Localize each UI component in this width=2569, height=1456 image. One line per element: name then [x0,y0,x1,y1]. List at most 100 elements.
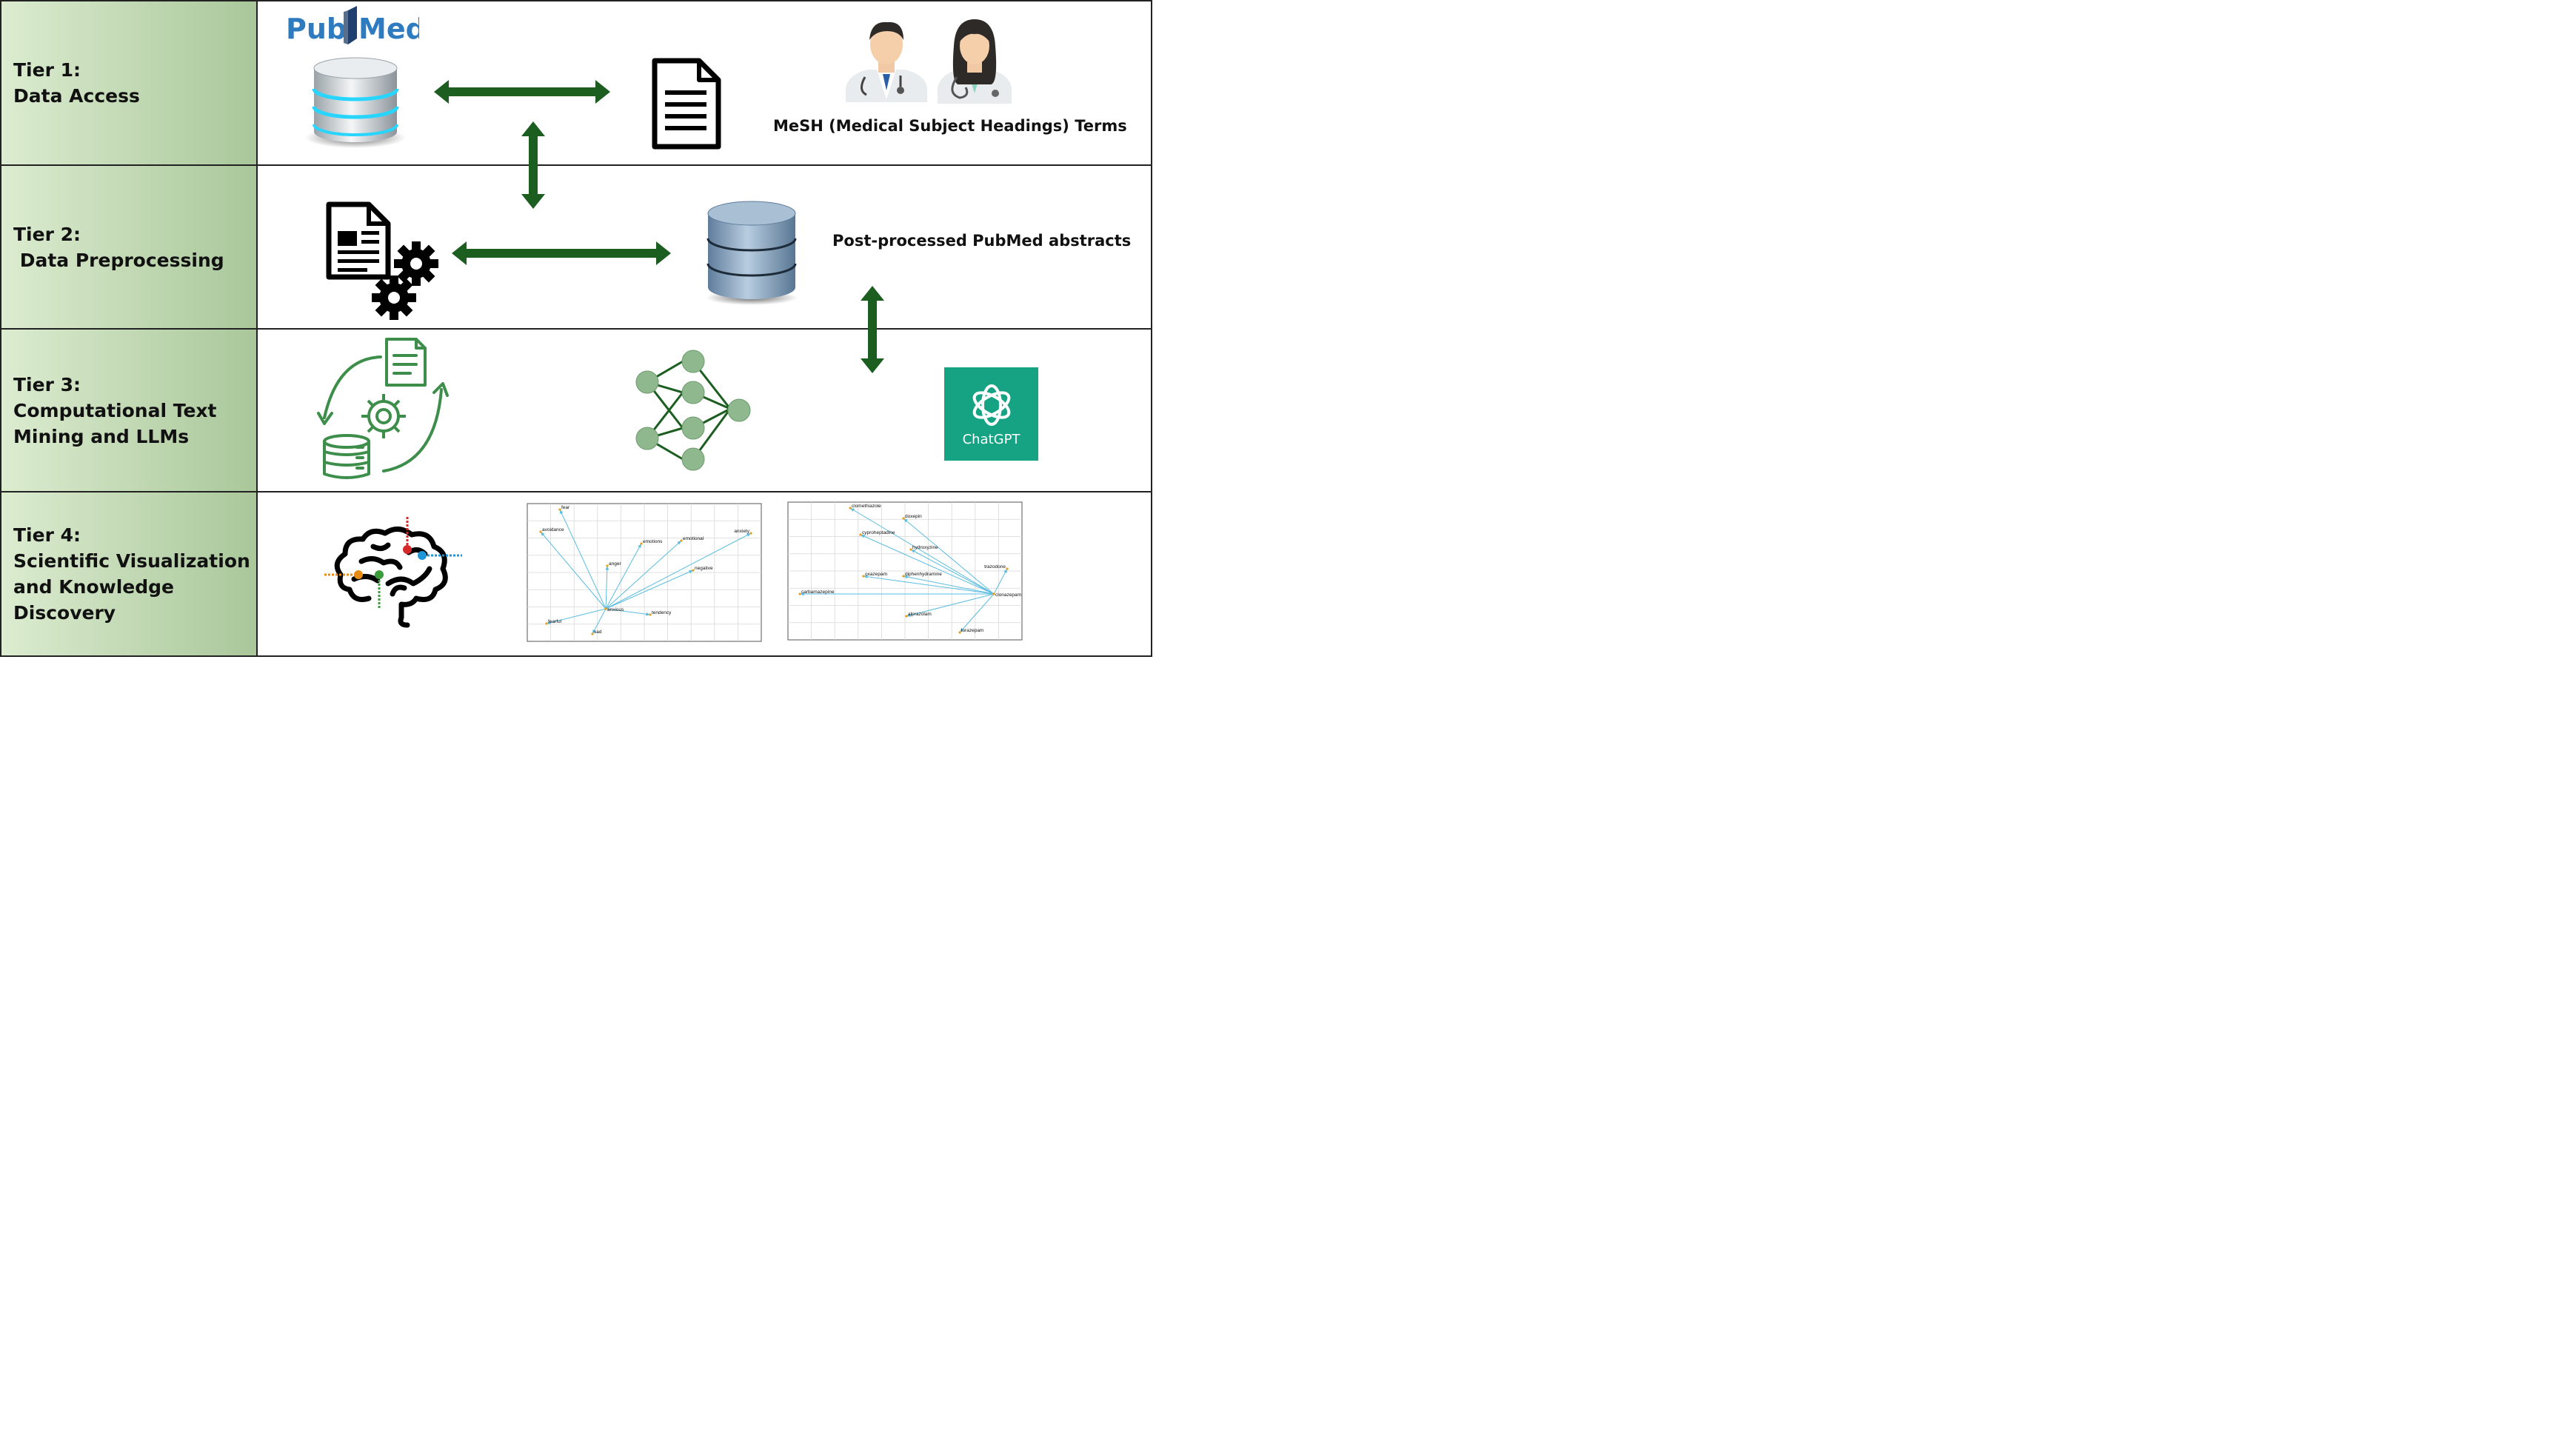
term-label: clomethiazole [852,504,881,509]
vector-arrow [906,593,995,617]
vector-arrowhead [903,518,908,523]
vector-arrowhead [800,592,804,596]
tier-4-subtitle-line1: Scientific Visualization [13,550,250,572]
tier-4-label: Tier 4: Scientific Visualization and Kno… [1,492,258,655]
term-label: trazodone [984,564,1006,570]
vector-arrowhead [605,566,609,570]
term-point [859,533,862,536]
term-point [591,632,594,635]
vector-arrowhead [638,544,641,548]
term-point [902,575,905,578]
origin-point [604,607,607,610]
term-label: avoidance [542,527,564,532]
tier-4-subtitle-line2: and Knowledge [13,576,174,598]
workflow-diagram: Tier 1: Data Access Tier 2: Data Preproc… [0,0,1152,657]
term-label: anxiety [734,529,749,534]
term-point [849,507,852,510]
grid-right-border [1151,0,1152,657]
pubmed-logo: Pub Med [286,6,419,45]
grid-left-border [0,0,1,657]
text-mining-cycle-icon [317,338,449,479]
term-label: cyproheptadine [862,530,895,535]
chatgpt-logo-icon [972,384,1010,426]
vector-arrowhead [1003,569,1007,573]
term-point [902,517,905,520]
vector-arrowhead [861,535,865,538]
origin-point [992,592,995,595]
vector-arrowhead [911,550,915,553]
plot-1-vectors: fearavoidanceemotionsemotionalanxietyang… [539,505,752,635]
origin-label: anxious [607,607,624,612]
plot-2-grid [788,502,1022,640]
chatgpt-label: ChatGPT [962,431,1020,447]
tier-2-label: Tier 2: Data Preprocessing [1,166,258,328]
vector-arrow [546,608,607,624]
document-icon [652,58,721,150]
term-point [692,569,695,572]
vector-arrow [605,540,682,610]
tier-3-title: Tier 3: [13,373,81,395]
tier-2-title: Tier 2: [13,223,81,245]
term-label: diphenhydramine [905,572,942,577]
tier-4-subtitle-line3: Discovery [13,602,116,624]
tier-1-subtitle: Data Access [13,85,140,107]
tier-4-title: Tier 4: [13,524,81,546]
vector-arrow [903,575,995,595]
vector-arrow [559,509,607,610]
doctor-female-icon [938,19,1012,104]
vector-arrow [605,570,694,610]
term-point [558,508,561,511]
mesh-terms-caption: MeSH (Medical Subject Headings) Terms [773,117,1127,135]
vector-arrow [863,575,995,595]
term-point [909,548,912,551]
vector-arrow [849,507,995,595]
tier-1-title: Tier 1: [13,59,81,81]
vector-arrow [993,568,1008,595]
vector-arrow [605,565,608,610]
grid-divider-2 [0,328,1152,330]
term-label: fearful [548,619,562,624]
term-point [640,542,643,545]
vector-arrowhead [541,532,545,536]
doctor-male-icon [846,21,927,102]
term-point [958,631,961,634]
term-label: alprazolam [908,612,932,617]
vector-arrowhead [960,628,964,632]
arrow-preprocessing-to-database [452,241,671,265]
vector-arrowhead [746,533,751,537]
chatgpt-logo: ChatGPT [944,367,1038,461]
neural-network-icon [635,350,751,471]
grid-top-border [0,0,1152,1]
plot-2-vectors: clomethiazoledoxepincyproheptadinehydrox… [798,504,1021,634]
vector-arrowhead [592,630,596,634]
tier-2-subtitle: Data Preprocessing [13,249,224,271]
grid-divider-1 [0,164,1152,166]
term-label: fear [561,505,570,510]
postprocessed-caption: Post-processed PubMed abstracts [832,232,1132,250]
vector-arrow [860,534,995,595]
term-point [749,532,752,535]
arrow-tier2-tier3 [861,286,884,373]
vector-arrow [605,608,651,615]
term-label: sad [594,630,602,635]
pubmed-logo-med: Med [358,13,419,45]
vector-arrow [540,531,607,610]
brain-icon [324,517,462,628]
vector-arrow [592,608,607,635]
term-point [606,564,609,567]
term-point [905,615,908,618]
arrow-tier1-tier2 [521,121,545,209]
vector-arrowhead [646,612,650,616]
vector-arrowhead [689,570,693,574]
grid-bottom-border [0,655,1152,657]
term-point [649,613,652,616]
vector-arrowhead [850,508,855,512]
tier-1-label: Tier 1: Data Access [1,1,258,164]
arrow-database-to-document [434,80,610,104]
tier-3-subtitle-line2: Mining and LLMs [13,425,190,447]
word-vector-plot-2: clomethiazoledoxepincyproheptadinehydrox… [787,501,1023,641]
vector-arrow [910,549,995,595]
term-label: oxazepam [865,572,887,577]
pubmed-database-icon [305,57,406,148]
term-label: doxepin [905,514,922,519]
